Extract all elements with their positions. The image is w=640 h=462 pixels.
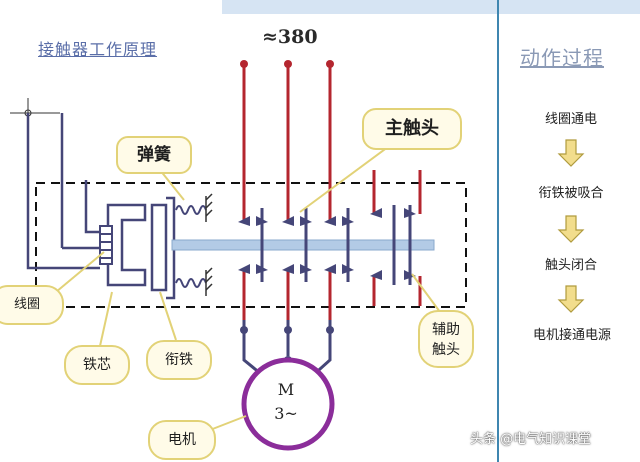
process-step-3: 触头闭合 <box>544 258 597 273</box>
spring-label: 弹簧 <box>116 136 192 174</box>
process-step-1: 线圈通电 <box>544 112 597 127</box>
coil-leads <box>26 113 108 270</box>
process-title: 动作过程 <box>520 46 604 70</box>
main-power-lines <box>242 64 332 320</box>
watermark: 头条 @电气知识课堂 <box>470 432 592 447</box>
diagram-title: 接触器工作原理 <box>38 40 158 59</box>
ground-hatch-icon <box>205 193 213 296</box>
motor-symbol: M <box>277 380 295 399</box>
motor-circle <box>241 357 335 451</box>
voltage-label: ≈380 <box>262 26 318 48</box>
process-step-2: 衔铁被吸合 <box>538 186 604 201</box>
contactor-enclosure <box>35 182 467 308</box>
terminal-dots-top <box>240 60 334 68</box>
crosshair-icon <box>10 98 60 170</box>
aux-contact-tips <box>370 208 416 280</box>
motor-label: 电机 <box>148 420 216 460</box>
spring-coil-icon <box>175 205 207 288</box>
aux-contact-label: 辅助 触头 <box>418 310 474 368</box>
top-strip <box>222 0 640 14</box>
aux-contact-lines <box>372 170 422 306</box>
aux-contacts-moving <box>392 205 412 285</box>
iron-core-label: 铁芯 <box>64 345 130 385</box>
callout-pointers <box>55 143 441 431</box>
push-rod <box>171 239 435 251</box>
motor-phase: 3~ <box>274 404 298 423</box>
armature-label: 衔铁 <box>146 340 212 380</box>
armature <box>150 203 168 292</box>
iron-core <box>106 203 147 287</box>
contact-tips <box>238 216 354 274</box>
aux-contact-label-line2: 触头 <box>432 342 460 358</box>
main-contact-label: 主触头 <box>362 108 462 150</box>
coil-windings <box>99 225 113 265</box>
process-step-4: 电机接通电源 <box>532 328 611 343</box>
coil-label: 线圈 <box>0 285 64 325</box>
down-arrow-icon <box>557 139 585 313</box>
aux-contact-label-line1: 辅助 <box>432 322 460 338</box>
